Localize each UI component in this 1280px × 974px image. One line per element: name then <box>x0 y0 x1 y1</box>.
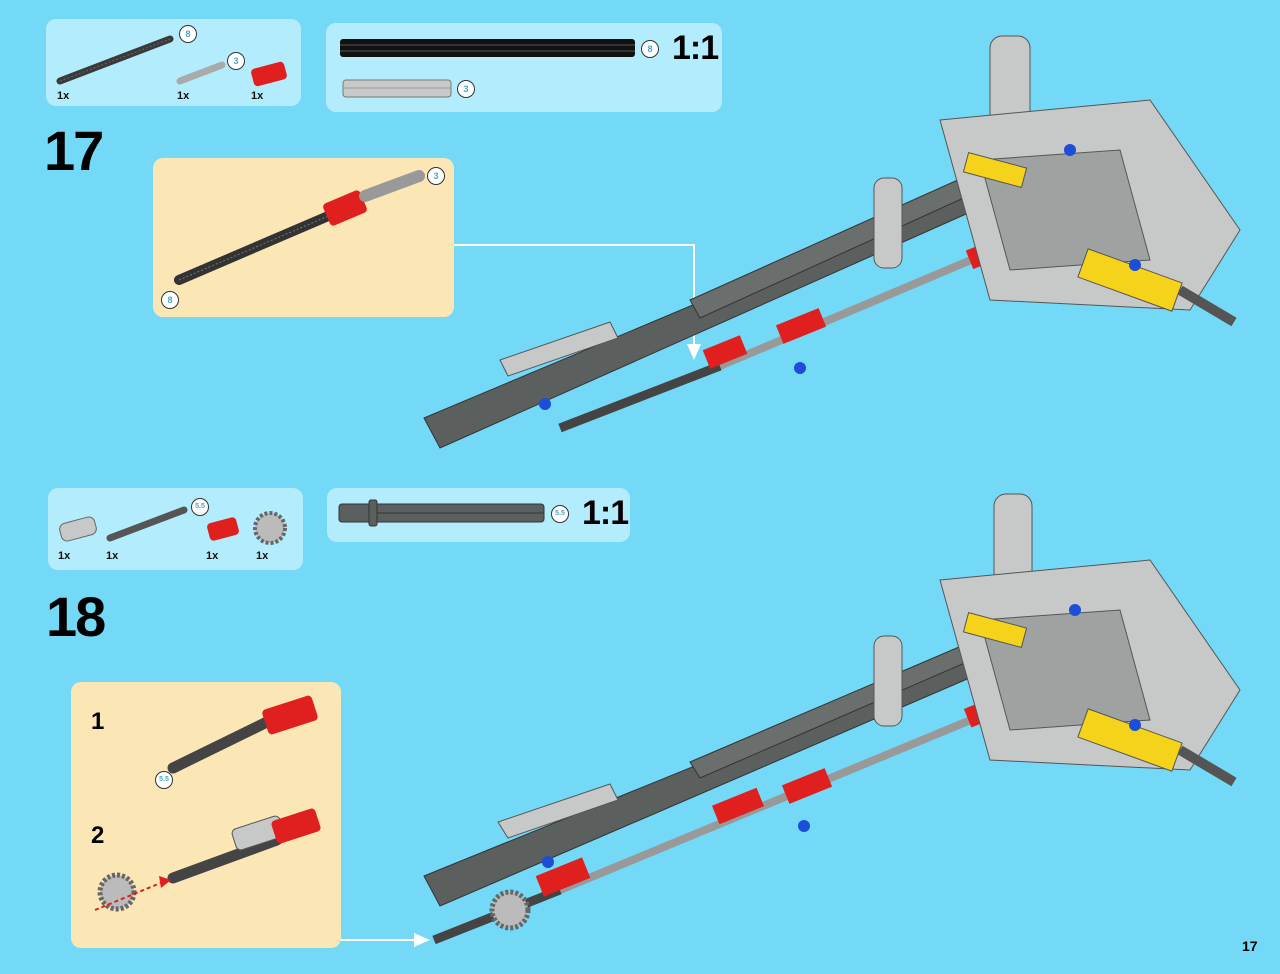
scale-panel-step-18: 5.5 1:1 <box>327 488 630 542</box>
length-badge: 3 <box>457 80 475 98</box>
axle-5-5-part <box>106 506 188 542</box>
parts-list-art <box>56 35 287 87</box>
length-badge: 5.5 <box>551 505 569 523</box>
gear-12-part <box>253 511 287 545</box>
length-badge: 8 <box>179 25 197 43</box>
chassis-frame <box>423 493 1241 945</box>
part-qty: 1x <box>256 550 269 562</box>
axle-8-black-part <box>56 35 174 85</box>
sub-assembly-callout-step-17: 3 8 <box>153 158 454 317</box>
scale-art <box>340 39 635 98</box>
scale-label: 1:1 <box>672 29 719 67</box>
sub-assembly-art <box>174 170 425 285</box>
part-qty: 1x <box>106 550 119 562</box>
bush-red-part <box>207 517 239 541</box>
substep-number: 2 <box>91 822 105 849</box>
length-badge: 8 <box>641 40 659 58</box>
part-qty: 1x <box>206 550 219 562</box>
length-badge: 3 <box>227 52 245 70</box>
part-qty: 1x <box>177 90 190 102</box>
length-badge: 8 <box>161 291 179 309</box>
step-number: 18 <box>46 585 106 648</box>
length-badge: 5.5 <box>191 498 209 516</box>
parts-list-panel-step-17: 1x 1x 1x 8 3 <box>46 19 301 106</box>
length-badge: 5.5 <box>155 771 173 789</box>
length-badge: 3 <box>427 167 445 185</box>
page-number: 17 <box>1242 938 1258 954</box>
part-qty: 1x <box>251 90 264 102</box>
cross-block-grey-part <box>59 516 97 542</box>
sub-assembly-callout-step-18: 1 2 5.5 <box>71 682 341 948</box>
scale-panel-step-17: 8 3 1:1 <box>326 23 722 112</box>
step-number: 17 <box>44 119 104 182</box>
sub-assembly-art <box>94 695 321 912</box>
parts-list-panel-step-18: 1x 1x 1x 1x 5.5 <box>48 488 303 570</box>
part-qty: 1x <box>57 90 70 102</box>
scale-label: 1:1 <box>582 494 629 532</box>
chassis-frame <box>423 35 1241 449</box>
bush-red-part <box>251 61 287 87</box>
axle-3-grey-part <box>176 61 226 85</box>
parts-list-art <box>59 506 287 545</box>
substep-number: 1 <box>91 708 105 735</box>
part-qty: 1x <box>58 550 71 562</box>
scale-art <box>338 499 545 527</box>
axle-8-scale <box>340 39 635 57</box>
